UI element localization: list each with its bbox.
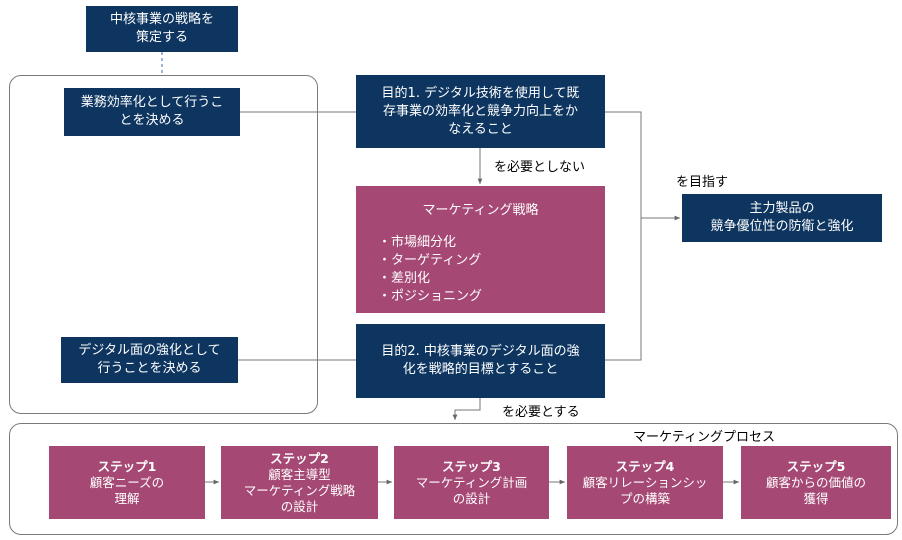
marketing-strategy-title: マーケティング戦略 [422, 203, 539, 218]
required-label: を必要とする [502, 405, 580, 420]
purpose-1-box: 目的1. デジタル技術を使用して既 存事業の効率化と競争力向上をか なえること [356, 75, 605, 148]
core-strategy-box: 中核事業の戦略を 策定する [86, 6, 238, 52]
marketing-strategy-item: ・差別化 [378, 271, 431, 286]
not-required-label: を必要としない [494, 160, 586, 175]
aim-label: を目指す [676, 175, 729, 190]
goal-line-1: 主力製品の [749, 201, 815, 216]
connector-purpose2-down [452, 398, 481, 420]
marketing-strategy-box: マーケティング戦略 ・市場細分化 ・ターゲティング ・差別化 ・ポジショニング [356, 186, 605, 313]
step-5-line-2: 獲得 [803, 490, 829, 506]
step-3-box: ステップ3 マーケティング計画 の設計 [394, 446, 549, 519]
step-2-line-1: 顧客主導型 [268, 466, 331, 482]
step-1-title: ステップ1 [97, 458, 157, 474]
efficiency-decision-box: 業務効率化として行うこ とを決める [64, 88, 240, 136]
step-2-line-2: マーケティング戦略 [243, 482, 356, 498]
marketing-strategy-item: ・ターゲティング [378, 253, 482, 268]
digital-decision-line-2: 行うことを決める [97, 361, 202, 376]
purpose-1-line-3: なえること [448, 121, 513, 137]
step-3-line-1: マーケティング計画 [415, 474, 528, 490]
connector-purpose1-goal [605, 111, 680, 221]
efficiency-decision-line-1: 業務効率化として行うこ [80, 95, 224, 110]
core-strategy-line-2: 策定する [135, 30, 188, 45]
step-3-line-2: の設計 [452, 490, 491, 506]
step-5-title: ステップ5 [786, 458, 846, 474]
purpose-2-box: 目的2. 中核事業のデジタル面の強 化を戦略的目標とすること [356, 324, 605, 398]
step-5-line-1: 顧客からの価値の [765, 474, 866, 490]
purpose-1-line-1: 目的1. デジタル技術を使用して既 [381, 85, 580, 101]
step-4-line-1: 顧客リレーションシッ [582, 474, 708, 490]
core-strategy-line-1: 中核事業の戦略を [109, 12, 214, 27]
digital-decision-line-1: デジタル面の強化として [78, 343, 221, 358]
step-4-box: ステップ4 顧客リレーションシッ プの構築 [567, 446, 723, 519]
marketing-strategy-item: ・ポジショニング [378, 289, 483, 304]
step-2-box: ステップ2 顧客主導型 マーケティング戦略 の設計 [221, 446, 378, 519]
step-1-line-2: 理解 [114, 490, 140, 506]
process-title: マーケティングプロセス [633, 430, 775, 445]
marketing-strategy-item: ・市場細分化 [378, 235, 457, 250]
connector-purpose2-goal [605, 218, 642, 361]
step-2-line-3: の設計 [280, 498, 319, 514]
step-1-box: ステップ1 顧客ニーズの 理解 [49, 446, 205, 519]
step-3-title: ステップ3 [442, 458, 501, 474]
purpose-1-line-2: 存事業の効率化と競争力向上をか [382, 103, 578, 119]
goal-line-2: 競争優位性の防衛と強化 [710, 219, 854, 234]
purpose-2-line-2: 化を戦略的目標とすること [402, 362, 559, 377]
step-5-box: ステップ5 顧客からの価値の 獲得 [741, 446, 891, 519]
marketing-strategy-list: ・市場細分化 ・ターゲティング ・差別化 ・ポジショニング [356, 234, 605, 306]
decision-frame [9, 75, 318, 414]
digital-decision-box: デジタル面の強化として 行うことを決める [61, 337, 238, 383]
step-2-title: ステップ2 [270, 450, 329, 466]
process-frame [9, 423, 898, 535]
step-1-line-1: 顧客ニーズの [89, 474, 165, 490]
step-4-title: ステップ4 [615, 458, 675, 474]
efficiency-decision-line-2: とを決める [119, 113, 185, 128]
goal-box: 主力製品の 競争優位性の防衛と強化 [682, 194, 882, 242]
step-4-line-2: プの構築 [619, 490, 670, 506]
purpose-2-line-1: 目的2. 中核事業のデジタル面の強 [381, 344, 580, 359]
